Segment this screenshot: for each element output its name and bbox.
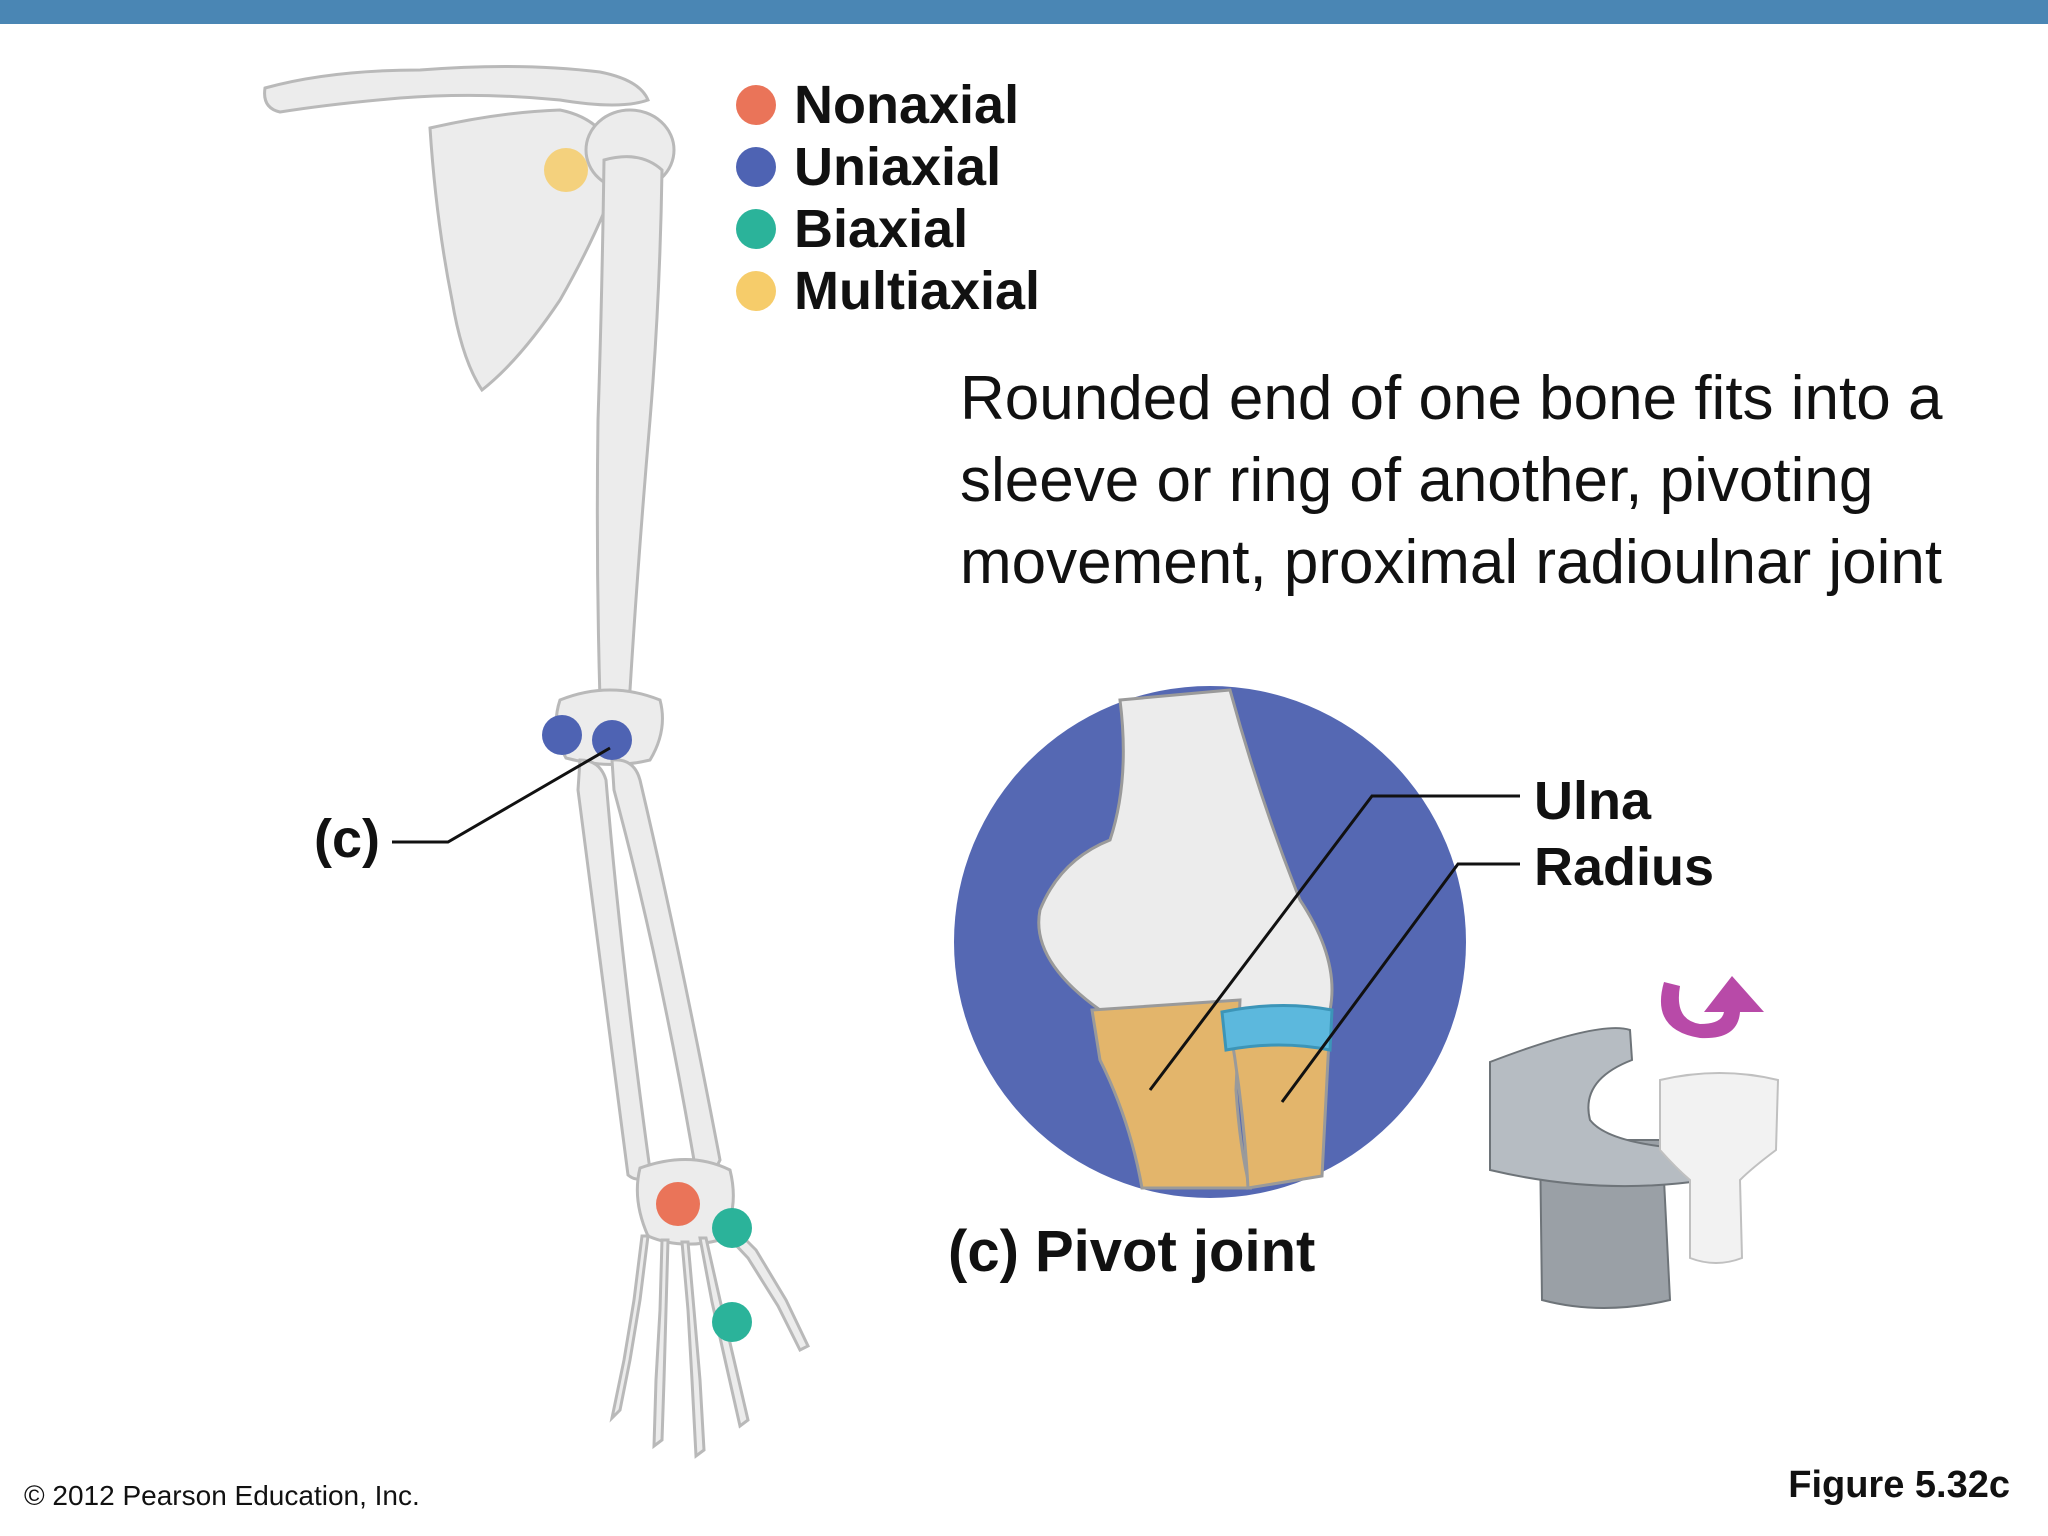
multiaxial-dot-icon xyxy=(736,271,776,311)
copyright: © 2012 Pearson Education, Inc. xyxy=(24,1480,420,1511)
rotation-arrow-icon xyxy=(1660,976,1764,1039)
radius-label: Radius xyxy=(1534,837,1715,897)
carpal-nonaxial-marker xyxy=(656,1182,700,1226)
c-marker-label: (c) xyxy=(314,809,380,869)
finger-3 xyxy=(680,1240,706,1459)
pivot-joint-caption: (c) Pivot joint xyxy=(948,1219,1316,1284)
arm-skeleton xyxy=(263,64,810,1459)
elbow-uniaxial-marker-2 xyxy=(592,720,632,760)
ulna-leader-line xyxy=(1148,794,1520,1091)
knuckle-biaxial-marker xyxy=(712,1302,752,1342)
model-sleeve xyxy=(1489,1027,1707,1188)
legend: Nonaxial Uniaxial Biaxial Multiaxial xyxy=(736,74,1040,322)
legend-item-uniaxial: Uniaxial xyxy=(736,136,1040,198)
finger-2 xyxy=(652,1238,670,1450)
humerus xyxy=(595,155,664,703)
elbow-closeup xyxy=(1037,688,1334,1190)
legend-label: Nonaxial xyxy=(794,75,1020,135)
legend-label: Biaxial xyxy=(794,199,969,259)
humerus-closeup xyxy=(1037,688,1334,1012)
annular-ligament xyxy=(1220,1003,1334,1052)
elbow-uniaxial-marker-1 xyxy=(542,715,582,755)
legend-label: Uniaxial xyxy=(794,137,1002,197)
ulna-label: Ulna xyxy=(1534,771,1652,831)
legend-item-biaxial: Biaxial xyxy=(736,198,1040,260)
biaxial-dot-icon xyxy=(736,209,776,249)
wrist-biaxial-marker xyxy=(712,1208,752,1248)
clavicle xyxy=(263,64,650,114)
nonaxial-dot-icon xyxy=(736,85,776,125)
legend-item-multiaxial: Multiaxial xyxy=(736,260,1040,322)
legend-item-nonaxial: Nonaxial xyxy=(736,74,1040,136)
ulna-closeup xyxy=(1090,998,1252,1190)
radius-closeup xyxy=(1228,1018,1332,1190)
radius-leader-line xyxy=(1280,862,1520,1103)
uniaxial-dot-icon xyxy=(736,147,776,187)
legend-label: Multiaxial xyxy=(794,261,1041,321)
model-pivot-peg xyxy=(1659,1072,1780,1264)
radius-bone xyxy=(610,758,722,1175)
pivot-model xyxy=(1489,976,1780,1309)
c-leader-line xyxy=(392,746,611,844)
description-text: Rounded end of one bone fits into a slee… xyxy=(960,364,1943,597)
figure-number: Figure 5.32c xyxy=(1788,1464,2010,1506)
top-bar xyxy=(0,0,2048,24)
finger-1 xyxy=(609,1234,650,1423)
shoulder-multiaxial-marker xyxy=(544,148,588,192)
